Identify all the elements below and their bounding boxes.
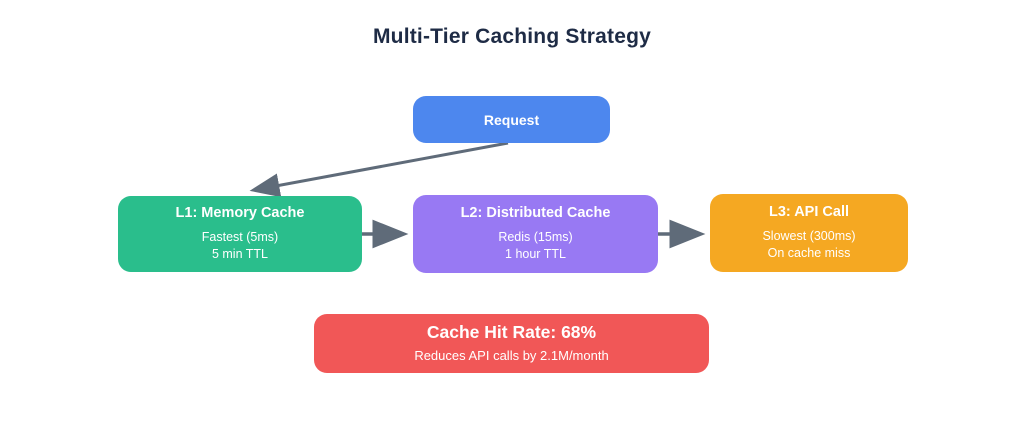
node-l3-api-call[interactable]: L3: API Call Slowest (300ms) On cache mi…	[710, 194, 908, 272]
node-request-label: Request	[483, 111, 540, 128]
summary-subtitle: Reduces API calls by 2.1M/month	[414, 347, 609, 363]
node-l3-title: L3: API Call	[768, 203, 850, 220]
node-l2-title: L2: Distributed Cache	[460, 204, 611, 221]
summary-cache-hit-rate: Cache Hit Rate: 68% Reduces API calls by…	[314, 314, 709, 373]
node-l1-detail-speed: Fastest (5ms)	[201, 229, 279, 244]
node-l3-detail-condition: On cache miss	[767, 246, 851, 260]
node-request[interactable]: Request	[413, 96, 610, 143]
node-l2-distributed-cache[interactable]: L2: Distributed Cache Redis (15ms) 1 hou…	[413, 195, 658, 273]
node-l3-detail-speed: Slowest (300ms)	[762, 228, 856, 243]
node-l1-title: L1: Memory Cache	[175, 204, 305, 221]
arrow-request-to-l1	[249, 141, 509, 198]
node-l2-detail-speed: Redis (15ms)	[498, 229, 573, 244]
page-title: Multi-Tier Caching Strategy	[372, 25, 652, 48]
node-l2-detail-ttl: 1 hour TTL	[505, 247, 566, 261]
node-l1-detail-ttl: 5 min TTL	[211, 247, 269, 261]
summary-title: Cache Hit Rate: 68%	[426, 321, 597, 342]
node-l1-memory-cache[interactable]: L1: Memory Cache Fastest (5ms) 5 min TTL	[118, 196, 362, 272]
